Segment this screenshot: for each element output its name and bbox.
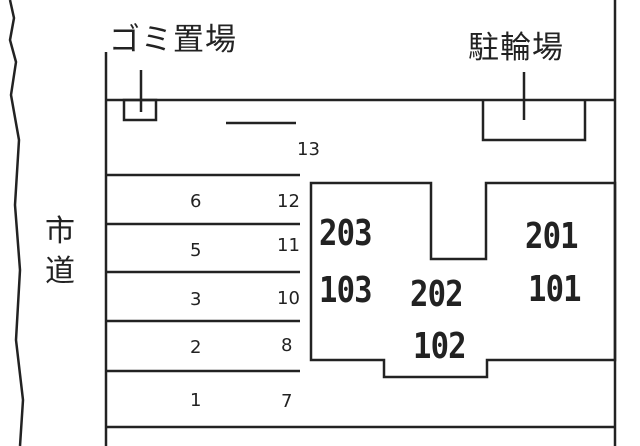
garbage-station-label: ゴミ置場 [109, 22, 237, 58]
room-number-203: 203 [319, 213, 373, 254]
bicycle-parking-label: 駐輪場 [468, 30, 564, 66]
parking-number: 3 [190, 289, 202, 310]
city-road-label: 市 道 [43, 212, 77, 292]
parking-number: 6 [190, 191, 202, 212]
parking-number: 12 [277, 191, 300, 212]
room-number-102: 102 [413, 326, 467, 367]
city-road-label-line1: 市 [45, 214, 75, 249]
room-number-201: 201 [525, 216, 579, 257]
parking-number: 10 [277, 288, 300, 309]
parking-number: 5 [190, 240, 202, 261]
parking-number: 2 [190, 337, 202, 358]
room-number-202: 202 [410, 274, 464, 315]
parking-number: 13 [297, 139, 320, 160]
room-number-103: 103 [319, 270, 373, 311]
parking-number: 1 [190, 390, 202, 411]
room-number-101: 101 [528, 269, 582, 310]
road-edge-line [8, 0, 25, 446]
parking-number: 7 [281, 391, 293, 412]
parking-number: 8 [281, 335, 293, 356]
bicycle-parking-box [481, 100, 587, 142]
city-road-label-line2: 道 [45, 254, 75, 289]
building-outline [309, 181, 617, 379]
parking-number: 11 [277, 235, 300, 256]
